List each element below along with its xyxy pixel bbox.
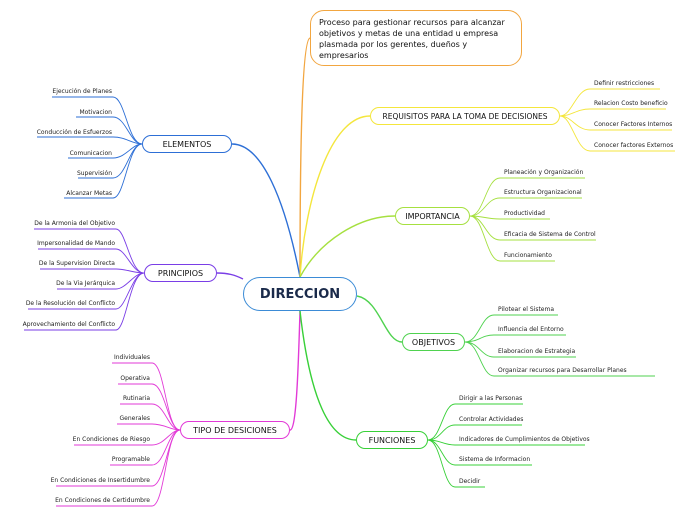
leaf-tipo-item[interactable]: En Condiciones de Riesgo (72, 436, 150, 443)
connector-tipo (289, 310, 301, 431)
connector-note (299, 37, 311, 278)
connector-objetivos (356, 295, 403, 343)
leaf-principios-item[interactable]: Aprovechamiento del Conflicto (22, 321, 115, 328)
branch-funciones-label: FUNCIONES (368, 435, 416, 445)
connector-importancia (299, 215, 396, 278)
leaf-importancia-item[interactable]: Productividad (504, 210, 545, 217)
leaf-elementos-item[interactable]: Ejecución de Planes (52, 88, 112, 95)
root-node-direccion[interactable]: DIRECCION (243, 277, 357, 311)
leaf-importancia-item[interactable]: Planeación y Organización (504, 169, 584, 176)
leaf-elementos-item[interactable]: Comunicacion (69, 150, 112, 157)
branch-principios-label: PRINCIPIOS (157, 268, 204, 278)
leaf-objetivos-item[interactable]: Organizar recursos para Desarrollar Plan… (498, 367, 627, 374)
connectors-tipo-leaves (56, 362, 181, 507)
branch-elementos[interactable]: ELEMENTOS (142, 135, 232, 153)
branch-requisitos[interactable]: REQUISITOS PARA LA TOMA DE DECISIONES (370, 107, 560, 125)
connectors-funciones-leaves (427, 403, 585, 488)
leaf-requisitos-item[interactable]: Definir restricciones (594, 80, 655, 87)
leaf-principios-item[interactable]: De la Armonia del Objetivo (34, 220, 115, 227)
leaf-objetivos-item[interactable]: Elaboracion de Estrategia (498, 348, 576, 355)
leaf-requisitos-item[interactable]: Relacion Costo beneficio (594, 100, 668, 107)
leaf-tipo-item[interactable]: Generales (119, 415, 150, 422)
leaf-importancia-item[interactable]: Funcionamiento (504, 252, 552, 259)
connectors-importancia-leaves (469, 177, 596, 262)
leaf-requisitos-item[interactable]: Conocer Factores Internos (594, 121, 673, 128)
branch-importancia[interactable]: IMPORTANCIA (395, 207, 470, 225)
branch-objetivos-label: OBJETIVOS (411, 337, 456, 347)
branch-tipo-de-desiciones[interactable]: TIPO DE DESICIONES (180, 421, 290, 439)
connectors-principios-leaves (24, 228, 145, 331)
leaf-tipo-item[interactable]: Operativa (120, 375, 150, 382)
leaf-tipo-item[interactable]: Programable (111, 456, 150, 463)
leaf-requisitos-item[interactable]: Conocer factores Externos (594, 142, 674, 149)
branch-objetivos[interactable]: OBJETIVOS (402, 333, 465, 351)
leaf-tipo-item[interactable]: En Condiciones de Insertidumbre (50, 477, 150, 484)
leaf-tipo-item[interactable]: Individuales (113, 354, 150, 361)
connectors-requisitos-leaves (559, 88, 675, 152)
leaf-elementos-item[interactable]: Supervisión (76, 170, 112, 177)
branch-tipo-label: TIPO DE DESICIONES (193, 425, 277, 435)
connector-elementos (231, 143, 301, 278)
connector-principios (216, 272, 244, 280)
leaf-importancia-item[interactable]: Estructura Organizacional (504, 189, 582, 196)
leaf-funciones-item[interactable]: Dirigir a las Personas (459, 395, 523, 402)
leaf-elementos-item[interactable]: Alcanzar Metas (66, 190, 112, 197)
leaf-objetivos-item[interactable]: Pilotear el Sistema (498, 306, 555, 313)
connectors-objetivos-leaves (464, 314, 655, 377)
leaf-tipo-item[interactable]: En Condiciones de Certidumbre (55, 497, 150, 504)
leaf-principios-item[interactable]: Impersonalidad de Mando (37, 240, 115, 247)
leaf-principios-item[interactable]: De la Supervision Directa (38, 260, 115, 267)
leaf-funciones-item[interactable]: Sistema de Informacion (459, 456, 531, 463)
leaf-elementos-item[interactable]: Motivacion (79, 109, 112, 116)
branch-importancia-label: IMPORTANCIA (405, 211, 460, 221)
connectors-elementos-leaves (37, 96, 143, 199)
description-note[interactable]: Proceso para gestionar recursos para alc… (310, 10, 522, 66)
leaf-principios-item[interactable]: De la Via Jerárquica (56, 280, 115, 287)
description-text: Proceso para gestionar recursos para alc… (319, 18, 505, 60)
branch-funciones[interactable]: FUNCIONES (356, 431, 428, 449)
leaf-objetivos-item[interactable]: Influencia del Entorno (498, 326, 564, 333)
leaf-elementos-item[interactable]: Conducción de Esfuerzos (36, 129, 112, 136)
root-label: DIRECCION (259, 286, 341, 302)
connector-funciones (299, 310, 357, 441)
leaf-funciones-item[interactable]: Controlar Actividades (459, 416, 524, 423)
connector-requisitos (299, 115, 371, 278)
branch-elementos-label: ELEMENTOS (162, 139, 212, 149)
leaf-principios-item[interactable]: De la Resolución del Conflicto (25, 300, 115, 307)
branch-requisitos-label: REQUISITOS PARA LA TOMA DE DECISIONES (382, 111, 548, 121)
leaf-importancia-item[interactable]: Eficacia de Sistema de Control (504, 231, 596, 238)
leaf-funciones-item[interactable]: Decidir (459, 478, 481, 485)
branch-principios[interactable]: PRINCIPIOS (144, 264, 217, 282)
leaf-funciones-item[interactable]: Indicadores de Cumplimientos de Objetivo… (459, 436, 590, 443)
leaf-tipo-item[interactable]: Rutinaria (122, 395, 150, 402)
